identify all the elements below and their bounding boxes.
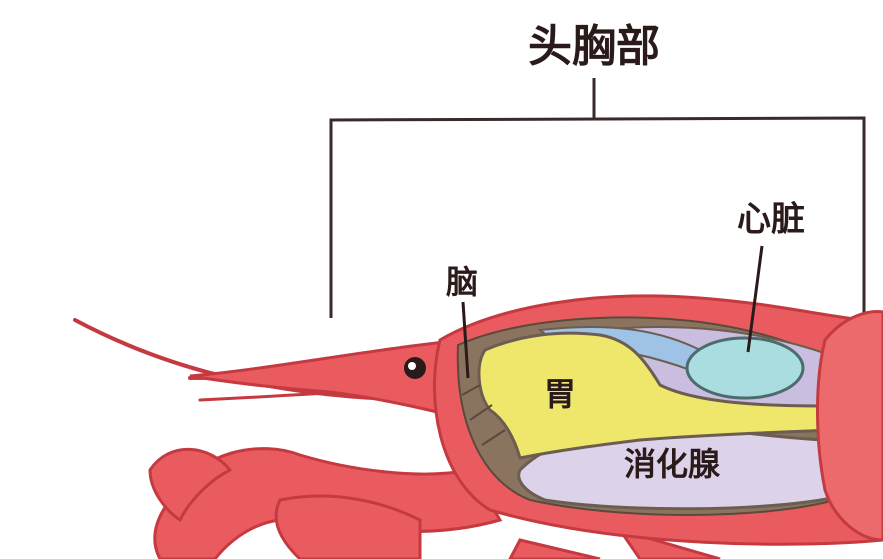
label-heart: 心脏 <box>737 199 805 240</box>
eye <box>404 357 426 379</box>
label-digestive-gland: 消化腺 <box>623 445 721 483</box>
heart-organ <box>685 336 805 400</box>
rostrum <box>189 338 472 422</box>
leader-lines <box>461 245 764 379</box>
label-brain: 脑 <box>445 263 479 301</box>
abdomen-segment <box>816 310 883 542</box>
label-stomach: 胃 <box>543 375 577 413</box>
cephalothorax-bracket <box>329 78 866 318</box>
label-cephalothorax: 头胸部 <box>528 21 660 72</box>
claws <box>148 447 721 559</box>
tissue-stripes <box>461 384 506 446</box>
